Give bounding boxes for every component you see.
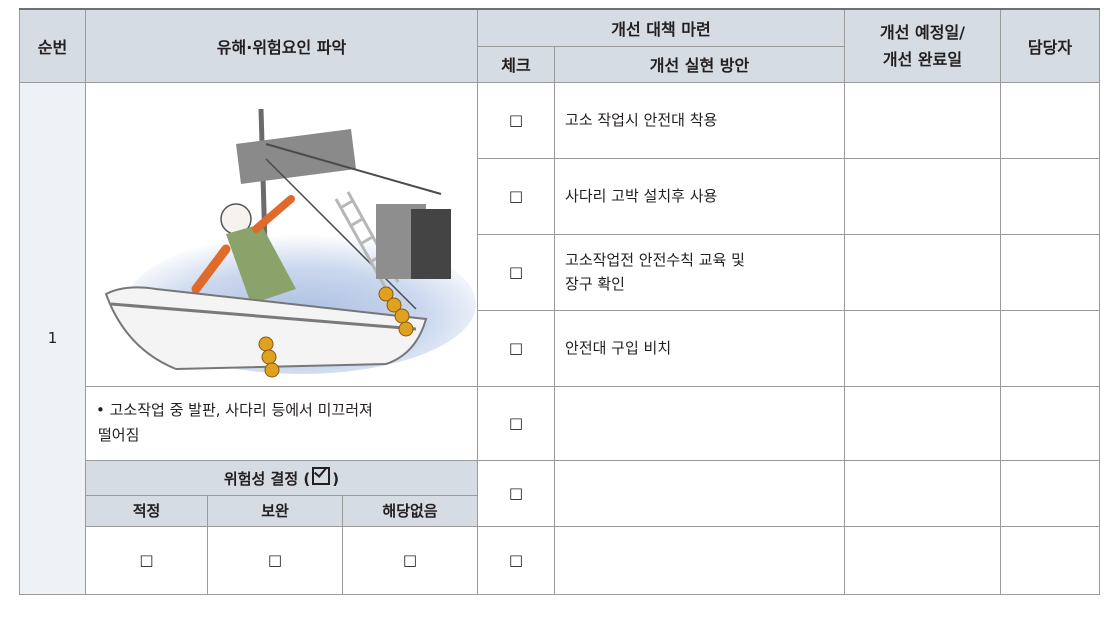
risk-title-prefix: 위험성 결정 ( (223, 470, 311, 488)
measure-3-owner[interactable] (1000, 233, 1101, 311)
hazard-description-line1: • 고소작업 중 발판, 사다리 등에서 미끄러져 (96, 401, 373, 419)
risk-option-not-applicable: 해당없음 (341, 494, 479, 527)
risk-title-suffix: ) (332, 470, 340, 488)
measure-2-date[interactable] (844, 157, 1002, 235)
measure-4-date[interactable] (844, 309, 1002, 387)
hazard-description-line2: 떨어짐 (98, 426, 140, 444)
hazard-illustration (84, 81, 479, 387)
measure-4-owner[interactable] (1000, 309, 1101, 387)
measure-1-date[interactable] (844, 81, 1002, 159)
risk-option-appropriate: 적정 (85, 494, 208, 527)
header-date-line1: 개선 예정일/ (880, 22, 966, 42)
header-seq: 순번 (19, 8, 86, 83)
measure-2-owner[interactable] (1000, 157, 1101, 235)
measure-3-date[interactable] (844, 233, 1002, 311)
risk-appropriate-checkbox[interactable]: □ (85, 525, 208, 595)
measure-2-text: 사다리 고박 설치후 사용 (554, 157, 846, 235)
final-owner[interactable] (1000, 525, 1101, 595)
risk-checkbox[interactable]: □ (477, 459, 556, 527)
hazard-checkbox[interactable]: □ (477, 385, 556, 461)
risk-title: 위험성 결정 () (84, 459, 479, 496)
boat-worker-illustration (104, 108, 476, 378)
measure-2-checkbox[interactable]: □ (477, 157, 556, 235)
risk-plan[interactable] (554, 459, 846, 527)
hazard-date[interactable] (844, 385, 1002, 461)
header-hazard: 유해·위험요인 파악 (84, 8, 479, 83)
header-date-line2: 개선 완료일 (882, 49, 963, 69)
measure-3-line1: 고소작업전 안전수칙 교육 및 (565, 251, 745, 269)
risk-owner[interactable] (1000, 459, 1101, 527)
hazard-description: • 고소작업 중 발판, 사다리 등에서 미끄러져 떨어짐 (84, 385, 479, 461)
measure-4-text: 안전대 구입 비치 (554, 309, 846, 387)
measure-3-line2: 장구 확인 (565, 275, 625, 293)
header-check: 체크 (477, 45, 556, 83)
header-measures: 개선 대책 마련 (477, 8, 846, 47)
measure-1-owner[interactable] (1000, 81, 1101, 159)
header-owner: 담당자 (1000, 8, 1101, 83)
risk-option-supplement: 보완 (207, 494, 343, 527)
checkmark-icon (312, 467, 331, 485)
header-date: 개선 예정일/ 개선 완료일 (844, 8, 1002, 83)
measure-1-text: 고소 작업시 안전대 착용 (554, 81, 846, 159)
final-plan[interactable] (554, 525, 846, 595)
measure-3-text: 고소작업전 안전수칙 교육 및 장구 확인 (554, 233, 846, 311)
risk-date[interactable] (844, 459, 1002, 527)
hazard-plan[interactable] (554, 385, 846, 461)
final-checkbox[interactable]: □ (477, 525, 556, 595)
measure-4-checkbox[interactable]: □ (477, 309, 556, 387)
row-number: 1 (19, 81, 86, 595)
risk-not-applicable-checkbox[interactable]: □ (341, 525, 479, 595)
hazard-owner[interactable] (1000, 385, 1101, 461)
risk-supplement-checkbox[interactable]: □ (207, 525, 343, 595)
risk-assessment-table: 순번 유해·위험요인 파악 개선 대책 마련 개선 예정일/ 개선 완료일 담당… (19, 8, 1101, 595)
header-plan: 개선 실현 방안 (554, 45, 846, 83)
measure-3-checkbox[interactable]: □ (477, 233, 556, 311)
final-date[interactable] (844, 525, 1002, 595)
measure-1-checkbox[interactable]: □ (477, 81, 556, 159)
